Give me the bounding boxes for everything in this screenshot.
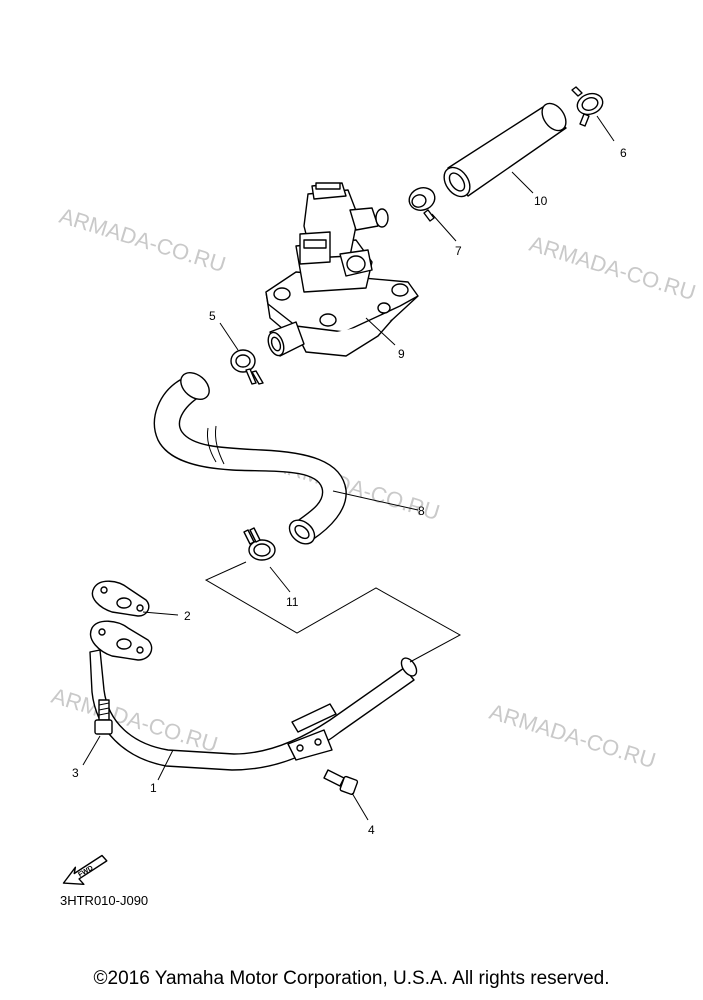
drawing-code: 3HTR010-J090 — [60, 893, 149, 908]
part-bolt-4 — [323, 769, 359, 796]
watermark-1: ARMADA-CO.RU — [57, 203, 229, 277]
callout-11: 11 — [286, 595, 299, 609]
copyright-notice: ©2016 Yamaha Motor Corporation, U.S.A. A… — [93, 968, 610, 989]
part-pipe-1 — [89, 620, 418, 771]
callout-4: 4 — [368, 823, 375, 837]
watermark-2: ARMADA-CO.RU — [527, 231, 699, 305]
part-gasket-2 — [91, 580, 150, 617]
callouts: 1 2 3 4 5 6 7 8 9 10 11 — [72, 146, 627, 837]
callout-1: 1 — [150, 781, 157, 795]
callout-6: 6 — [620, 146, 627, 160]
part-clip-11 — [243, 527, 276, 561]
fwd-label: FWD — [77, 865, 94, 879]
watermark-5: ARMADA-CO.RU — [487, 699, 659, 773]
part-hose-8 — [153, 372, 347, 545]
callout-7: 7 — [455, 244, 462, 258]
part-clip-5 — [230, 349, 264, 385]
part-clip-7 — [408, 187, 436, 222]
callout-8: 8 — [418, 504, 425, 518]
callout-10: 10 — [534, 194, 548, 208]
leader-lines — [82, 115, 615, 821]
fwd-arrow-icon: FWD — [62, 854, 108, 885]
callout-2: 2 — [184, 609, 191, 623]
callout-5: 5 — [209, 309, 216, 323]
callout-3: 3 — [72, 766, 79, 780]
part-hose-10 — [443, 102, 567, 198]
callout-9: 9 — [398, 347, 405, 361]
part-bolt-3 — [94, 699, 113, 735]
part-clip-6 — [571, 86, 604, 127]
part-air-valve-9 — [265, 182, 419, 357]
